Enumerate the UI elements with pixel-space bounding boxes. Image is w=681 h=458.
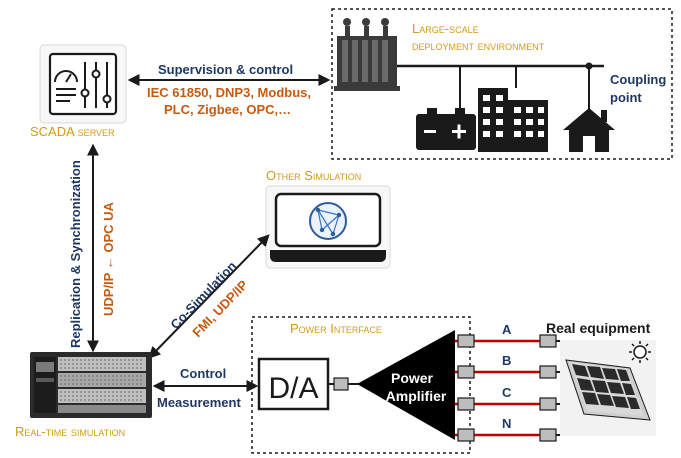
deployment-environment-box — [331, 8, 673, 160]
dac-label: D/A — [268, 372, 318, 405]
amplifier-label-line-1: Power — [391, 370, 434, 386]
house-icon — [563, 108, 615, 152]
phase-label-n: N — [502, 416, 511, 431]
transformer-icon — [334, 18, 400, 91]
co-simulation-arrow — [148, 234, 270, 359]
network-globe-icon — [309, 202, 347, 240]
dac-connector — [333, 377, 349, 391]
deployment-title-line-2: deployment environment — [412, 38, 545, 53]
phase-label-a: A — [502, 322, 512, 337]
power-amplifier-triangle — [357, 330, 455, 440]
scada-server-title: SCADA server — [30, 124, 115, 139]
protocols-line-1: IEC 61850, DNP3, Modbus, — [147, 85, 311, 100]
power-interface-box — [251, 316, 471, 454]
battery-icon — [416, 108, 476, 150]
coupling-point-label-line-2: point — [610, 90, 642, 105]
other-simulation-title: Other Simulation — [266, 168, 361, 183]
replication-protocol: UDP/IP ← OPC UA — [101, 201, 116, 316]
control-label: Control — [180, 366, 226, 381]
supervision-label: Supervision & control — [158, 62, 293, 77]
real-time-simulator-icon — [30, 352, 152, 418]
coupling-point-dot — [585, 62, 593, 70]
phase-label-c: C — [502, 385, 512, 400]
scada-server-icon — [39, 44, 127, 124]
coupling-point-label-line-1: Coupling — [610, 72, 666, 87]
buildings-icon — [478, 88, 548, 152]
deployment-title-line-1: Large-scale — [412, 21, 479, 36]
amplifier-label-line-2: Amplifier — [386, 388, 447, 404]
phase-label-b: B — [502, 353, 511, 368]
replication-label: Replication & Synchronization — [68, 160, 83, 348]
protocols-line-2: PLC, Zigbee, OPC,… — [164, 102, 291, 117]
real-time-simulation-title: Real-time simulation — [15, 424, 125, 439]
power-interface-title: Power Interface — [290, 321, 382, 336]
real-equipment-title: Real equipment — [546, 320, 651, 336]
solar-panel-icon — [560, 340, 656, 436]
measurement-label: Measurement — [157, 395, 241, 410]
